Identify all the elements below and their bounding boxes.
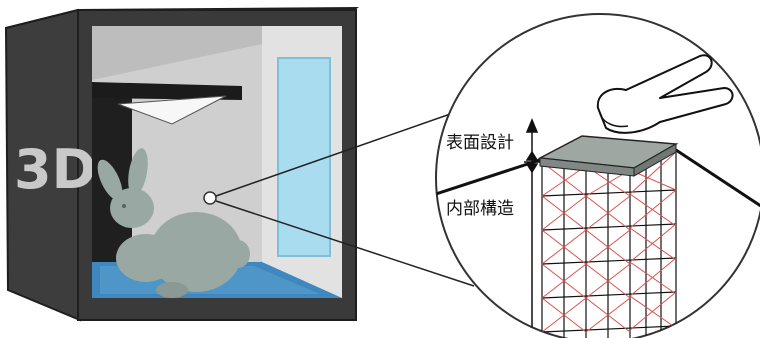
callout-line-top bbox=[215, 111, 457, 197]
finger-icon bbox=[596, 54, 734, 134]
print-head bbox=[117, 95, 227, 125]
label-internal-structure: 内部構造 bbox=[446, 199, 514, 219]
zoom-circle: 表面設計 内部構造 bbox=[435, 13, 760, 338]
surface-line-left bbox=[436, 158, 541, 196]
rabbit-body bbox=[150, 212, 242, 292]
gantry-bar bbox=[92, 82, 242, 100]
rabbit-ear-left bbox=[97, 159, 123, 201]
rabbit-chest bbox=[116, 234, 176, 282]
door-glass bbox=[277, 57, 331, 257]
zoom-callout-lines bbox=[215, 111, 475, 287]
rabbit-eye bbox=[122, 204, 126, 208]
surface-panel-side bbox=[633, 143, 677, 177]
lattice-diagonals bbox=[541, 151, 677, 333]
callout-line-bottom bbox=[215, 200, 475, 287]
surface-panel bbox=[537, 135, 679, 177]
dimension-arrow bbox=[524, 118, 540, 338]
rabbit-ear-right bbox=[128, 148, 148, 196]
zoom-origin-point bbox=[203, 191, 217, 205]
chamber-ceiling bbox=[92, 26, 262, 80]
rabbit-figure bbox=[97, 148, 250, 298]
lattice-structure bbox=[541, 152, 677, 338]
rabbit-foot bbox=[156, 282, 188, 298]
label-surface-design: 表面設計 bbox=[446, 133, 514, 153]
printer-3d: 3D bbox=[4, 6, 359, 322]
zoom-contents bbox=[436, 54, 760, 338]
printer-3d-label: 3D bbox=[14, 138, 96, 201]
rabbit-tail bbox=[226, 240, 250, 268]
surface-line-right bbox=[675, 148, 760, 214]
